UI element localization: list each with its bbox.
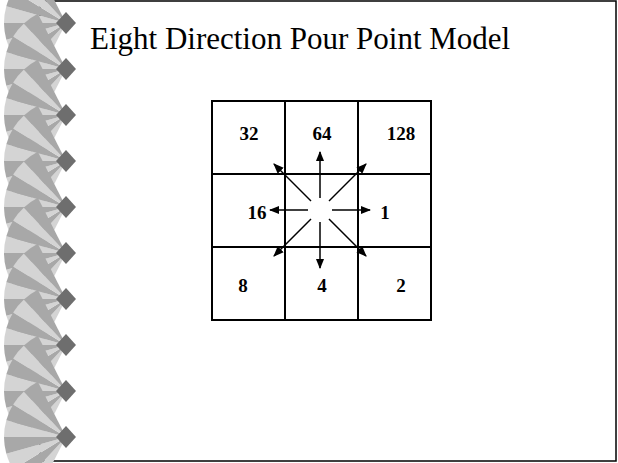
- slide-border: [40, 1, 616, 461]
- direction-cell: 16: [211, 173, 286, 248]
- fan-diamond: [56, 288, 76, 310]
- fan-wedge: [24, 152, 66, 207]
- fan-diamond: [56, 196, 76, 218]
- fan-wedge: [24, 106, 66, 161]
- fan-wedge: [24, 198, 66, 253]
- fan-ornament: [4, 382, 76, 463]
- fan-diamond: [56, 58, 76, 80]
- direction-code: 2: [396, 276, 406, 295]
- fan-diamond: [56, 12, 76, 34]
- fan-wedge: [24, 336, 66, 391]
- direction-code: 32: [240, 124, 259, 143]
- direction-cell: 32: [211, 100, 286, 175]
- direction-code: 4: [317, 276, 327, 295]
- fan-wedge: [24, 382, 66, 437]
- direction-cell: 1: [357, 173, 432, 248]
- direction-code: 64: [313, 124, 332, 143]
- fan-wedge: [24, 290, 66, 345]
- fan-diamond: [56, 426, 76, 448]
- center-cell: [284, 173, 359, 248]
- fan-border: [4, 0, 76, 463]
- fan-diamond: [56, 334, 76, 356]
- fan-diamond: [56, 242, 76, 264]
- direction-cell: 8: [211, 246, 286, 321]
- fan-diamond: [56, 104, 76, 126]
- direction-code: 128: [387, 124, 416, 143]
- direction-cell: 64: [284, 100, 359, 175]
- fan-diamond: [56, 380, 76, 402]
- direction-cell: 128: [357, 100, 432, 175]
- fan-wedge: [24, 244, 66, 299]
- direction-code: 16: [248, 203, 267, 222]
- fan-wedge: [24, 60, 66, 115]
- slide-title: Eight Direction Pour Point Model: [90, 20, 510, 57]
- fan-wedge: [24, 14, 66, 69]
- direction-cell: 4: [284, 246, 359, 321]
- direction-code: 1: [380, 203, 390, 222]
- direction-cell: 2: [357, 246, 432, 321]
- direction-code: 8: [238, 276, 248, 295]
- fan-wedge: [4, 437, 66, 454]
- fan-diamond: [56, 150, 76, 172]
